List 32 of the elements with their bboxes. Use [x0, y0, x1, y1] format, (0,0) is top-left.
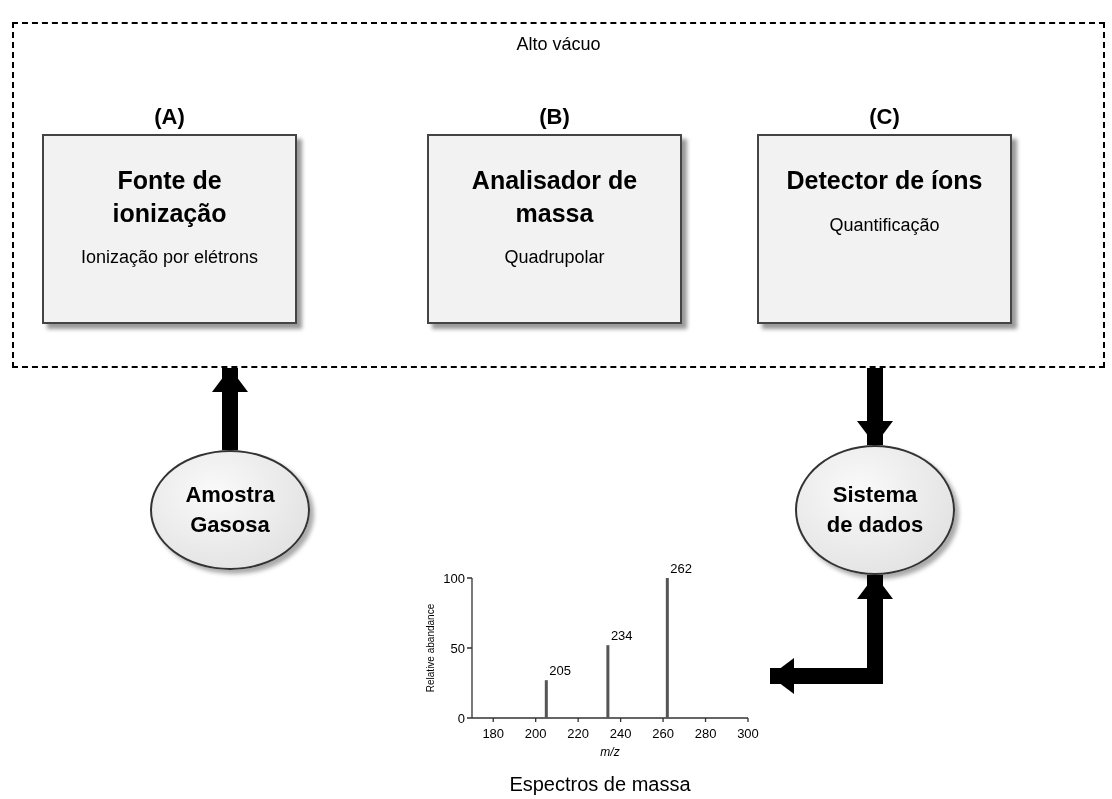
box-title: Analisador de massa — [470, 165, 639, 229]
caption-text: Espectros de massa — [508, 773, 692, 796]
node-label: Amostra Gasosa — [184, 481, 276, 539]
block-arrow — [770, 575, 893, 694]
tick-label: 220 — [567, 726, 589, 741]
block-arrow — [857, 368, 893, 445]
node-label: Sistema de dados — [825, 481, 925, 539]
tick-label: 50 — [450, 641, 465, 656]
box-text: Ionização por elétrons — [80, 247, 259, 268]
region-title: Alto vácuo — [515, 34, 602, 55]
box-heading: (C) — [868, 104, 901, 131]
box-title: Detector de íons — [786, 165, 983, 196]
tick-label: 180 — [482, 726, 505, 741]
tick-label: 280 — [694, 726, 717, 741]
box-heading: (B) — [538, 104, 571, 131]
peak-label: 205 — [549, 663, 571, 679]
tick-label: 200 — [524, 726, 547, 741]
tick-label: 240 — [609, 726, 632, 741]
tick-label: 100 — [443, 571, 465, 586]
box-heading: (A) — [153, 104, 186, 131]
box-text: Quantificação — [829, 214, 940, 236]
axis-title: Relative abandance — [425, 603, 436, 693]
peak-label: 262 — [670, 561, 693, 576]
dashed-region — [12, 22, 1105, 368]
box-text: Quadrupolar — [504, 247, 605, 268]
peak-label: 234 — [610, 628, 633, 644]
axis-title: m/z — [600, 745, 620, 759]
block-arrow — [212, 368, 248, 450]
tick-label: 260 — [652, 726, 674, 741]
box-title: Fonte de ionização — [111, 165, 228, 229]
tick-label: 0 — [457, 711, 465, 726]
tick-label: 300 — [737, 726, 759, 741]
